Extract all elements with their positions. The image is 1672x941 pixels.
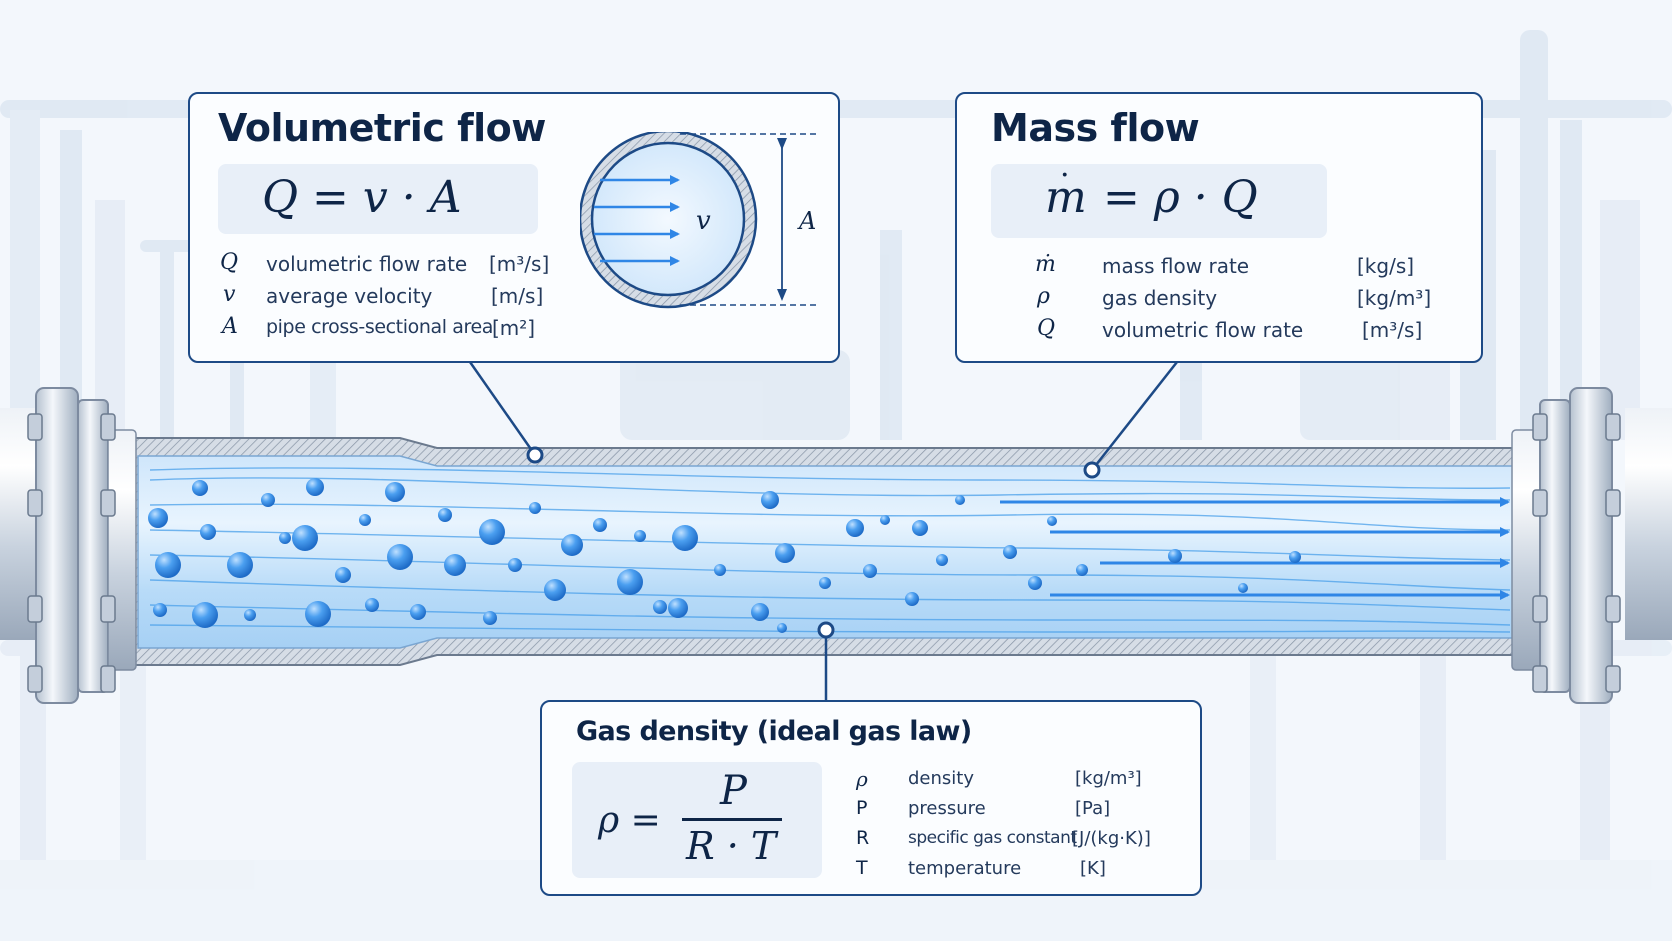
density-equation-lhs: ρ = (598, 800, 661, 841)
var-desc-gas-density: gas density (1102, 286, 1218, 310)
var-unit-rho: [kg/m³] (1357, 286, 1432, 310)
flow-arrows (1000, 497, 1510, 600)
var-desc-pressure: pressure (908, 798, 986, 819)
mass-flow-title: Mass flow (991, 106, 1200, 150)
cross-section-area-label: A (799, 207, 817, 235)
volumetric-equation-box: Q = v · A (218, 164, 538, 234)
cross-section-diagram (580, 132, 820, 309)
var-symbol-q: Q (220, 250, 239, 275)
mass-equation-box: m · = ρ · Q (991, 158, 1327, 238)
var-unit-v: [m/s] (491, 284, 544, 308)
var-desc-cross-sectional-area: pipe cross-sectional area (266, 316, 494, 338)
callout-leaders (468, 361, 1178, 700)
var-desc-volumetric-flow-rate-mass: volumetric flow rate (1102, 318, 1304, 342)
var-unit-rho-density: [kg/m³] (1075, 768, 1142, 789)
var-desc-density: density (908, 768, 974, 789)
var-unit-a: [m²] (492, 316, 536, 340)
left-flange (27, 387, 137, 704)
right-flange (1511, 387, 1621, 704)
volumetric-flow-card: Volumetric flow Q = v · A Q volumetric f… (188, 92, 840, 363)
density-fraction-bar (682, 818, 782, 821)
gas-density-card: Gas density (ideal gas law) ρ = P R · T … (540, 700, 1202, 896)
var-symbol-p: P (856, 797, 868, 819)
gas-molecules (148, 478, 1301, 633)
density-equation-box: ρ = P R · T (572, 762, 822, 878)
var-unit-q: [m³/s] (489, 252, 550, 276)
var-desc-temperature: temperature (908, 858, 1022, 879)
mass-equation-lhs: m · (1045, 158, 1087, 223)
background-skyline (0, 30, 1672, 941)
cross-section-interior (590, 141, 746, 297)
var-unit-r: [J/(kg·K)] (1072, 828, 1151, 849)
var-symbol-rho-density: ρ (856, 767, 868, 791)
mass-equation-m: m (1045, 172, 1087, 223)
var-symbol-a: A (222, 314, 238, 339)
var-unit-q-mass: [m³/s] (1362, 318, 1423, 342)
mass-equation-dot: · (1060, 158, 1070, 193)
var-symbol-t: T (856, 857, 868, 879)
var-desc-specific-gas-constant: specific gas constant (908, 828, 1077, 848)
density-denominator: R · T (686, 824, 777, 868)
var-desc-average-velocity: average velocity (266, 284, 433, 308)
density-fraction: P R · T (682, 762, 782, 878)
var-symbol-r: R (856, 827, 870, 849)
mass-flow-card: Mass flow m · = ρ · Q ṁ mass flow rate [… (955, 92, 1483, 363)
volumetric-flow-title: Volumetric flow (218, 106, 546, 150)
var-symbol-q-mass: Q (1037, 316, 1056, 341)
cross-section-velocity-arrows (594, 175, 680, 266)
pipe-stub-right (1625, 408, 1672, 640)
density-numerator: P (720, 768, 747, 814)
var-unit-p: [Pa] (1075, 798, 1111, 819)
cross-section-velocity-label: v (696, 206, 711, 236)
gas-density-title: Gas density (ideal gas law) (576, 716, 972, 747)
mass-equation-rhs: = ρ · Q (1103, 172, 1258, 223)
var-desc-mass-flow-rate: mass flow rate (1102, 254, 1250, 278)
var-desc-volumetric-flow-rate: volumetric flow rate (266, 252, 468, 276)
volumetric-equation: Q = v · A (262, 172, 462, 223)
var-symbol-mdot: ṁ (1035, 252, 1056, 277)
var-unit-mdot: [kg/s] (1357, 254, 1415, 278)
var-symbol-rho: ρ (1037, 284, 1050, 309)
var-unit-t: [K] (1080, 858, 1106, 879)
var-symbol-v: v (223, 282, 236, 307)
